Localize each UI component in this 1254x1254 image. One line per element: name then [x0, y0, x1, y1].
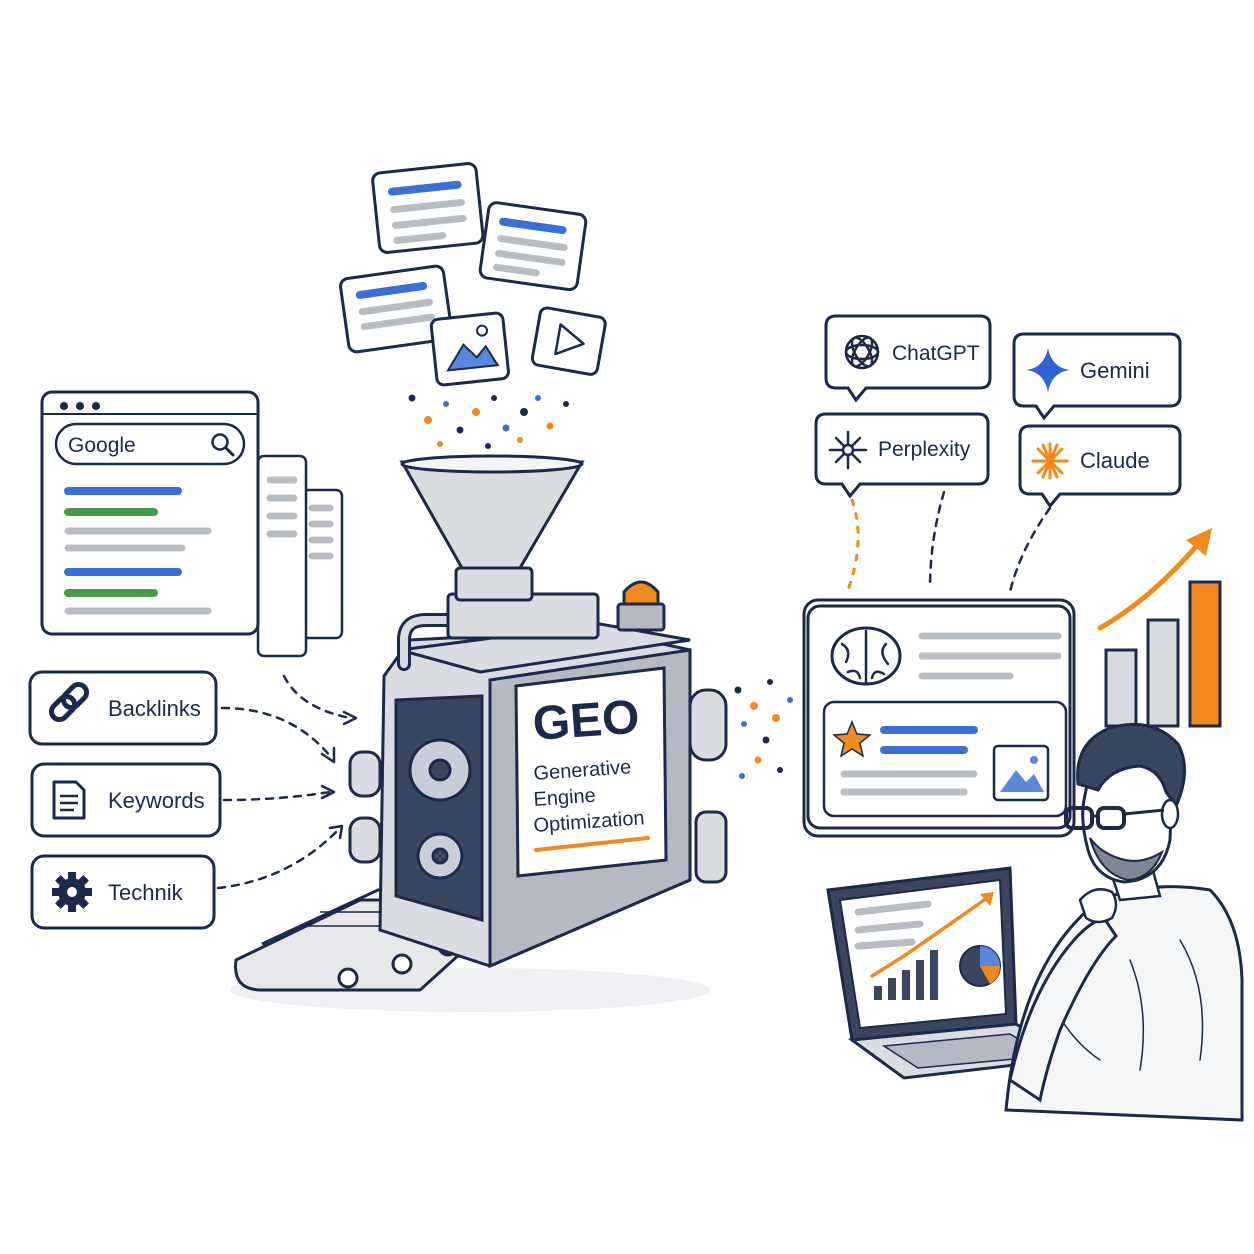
factor-technik: Technik: [30, 854, 216, 930]
ai-engine-claude: Claude: [1018, 424, 1182, 509]
featured-answer-card: [822, 700, 1068, 818]
text-card-top: [371, 162, 485, 254]
floating-content-cards: [339, 162, 607, 387]
ai-engine-chatgpt: ChatGPT: [824, 314, 992, 403]
machine-gear-small: [416, 832, 464, 880]
engine-connectors: [846, 490, 1052, 594]
geo-label-plate: GEO Generative Engine Optimization: [514, 666, 668, 878]
gemini-star-icon: [1026, 348, 1070, 392]
window-dot-3: [92, 402, 100, 410]
search-bar[interactable]: [54, 422, 246, 466]
openai-icon: [844, 334, 880, 370]
search-bar-label: Google: [68, 434, 136, 457]
falling-particles: [408, 394, 569, 449]
pie-chart-icon: [959, 945, 1001, 987]
ai-engine-gemini-label: Gemini: [1080, 358, 1150, 383]
gear-icon: [52, 872, 92, 912]
window-dot-1: [60, 402, 68, 410]
input-arrows: [216, 674, 358, 890]
brain-icon: [830, 626, 902, 686]
window-dot-2: [76, 402, 84, 410]
growth-chart: [1097, 528, 1222, 728]
machine-gear-large: [408, 738, 472, 802]
ai-engine-gemini: Gemini: [1012, 332, 1182, 421]
person-thinking: [1004, 722, 1244, 1122]
ai-answer-panel: [802, 598, 1076, 838]
search-engine-window: Google: [40, 390, 260, 636]
growth-arrow: [1097, 539, 1203, 631]
video-card: [530, 306, 607, 376]
glasses-icon: [1064, 806, 1165, 830]
ai-engine-perplexity: Perplexity: [814, 412, 990, 499]
search-results-stack: [256, 454, 344, 658]
geo-subtitle-line2: Engine: [533, 785, 597, 811]
output-particles: [734, 679, 793, 779]
growth-bar-3: [1188, 580, 1222, 728]
factor-backlinks: Backlinks: [28, 670, 218, 746]
document-icon: [52, 780, 86, 820]
factor-backlinks-label: Backlinks: [108, 696, 201, 721]
text-card-right: [478, 201, 588, 292]
geo-machine: GEO Generative Engine Optimization: [230, 454, 728, 1012]
factor-keywords: Keywords: [30, 762, 222, 838]
warning-beacon: [616, 580, 666, 632]
ai-engine-perplexity-label: Perplexity: [878, 438, 971, 461]
star-icon: [832, 720, 872, 758]
ai-engine-chatgpt-label: ChatGPT: [892, 342, 980, 365]
factor-technik-label: Technik: [108, 880, 184, 905]
growth-bar-1: [1104, 648, 1138, 728]
growth-bar-2: [1146, 618, 1180, 728]
search-icon[interactable]: [211, 433, 235, 457]
ai-engine-claude-label: Claude: [1080, 448, 1150, 473]
image-card: [429, 311, 510, 387]
factor-keywords-label: Keywords: [108, 788, 205, 813]
search-results: [64, 487, 212, 615]
text-card-left: [339, 264, 454, 354]
geo-title: GEO: [531, 691, 641, 751]
perplexity-icon: [828, 430, 868, 470]
claude-burst-icon: [1031, 442, 1069, 480]
link-icon: [48, 681, 90, 723]
image-thumbnail-icon: [992, 744, 1050, 802]
